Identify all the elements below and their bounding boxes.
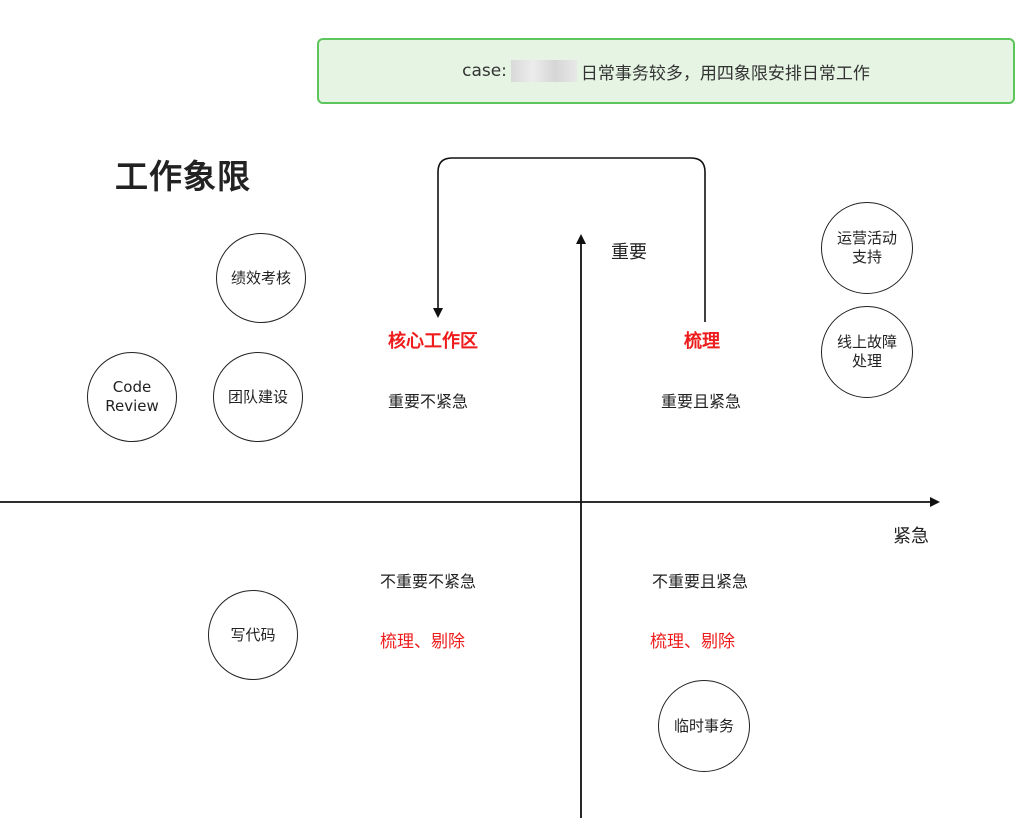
circle-team-building: 团队建设	[213, 352, 303, 442]
circle-write-code: 写代码	[208, 590, 298, 680]
case-banner: case: 日常事务较多，用四象限安排日常工作	[317, 38, 1015, 104]
quadrant-bottom-left-action: 梳理、剔除	[380, 632, 465, 652]
case-text: 日常事务较多，用四象限安排日常工作	[580, 63, 870, 84]
diagram-title: 工作象限	[115, 157, 251, 196]
quadrant-top-right-title: 梳理	[684, 331, 720, 352]
x-axis-label: 紧急	[893, 526, 929, 547]
circle-code-review-line1: Code	[112, 378, 152, 397]
circle-performance-review-label: 绩效考核	[230, 268, 291, 287]
flow-arrow	[433, 157, 706, 322]
quadrant-top-left-title: 核心工作区	[388, 331, 478, 352]
circle-write-code-label: 写代码	[230, 625, 276, 644]
circle-team-building-label: 团队建设	[227, 387, 288, 406]
quadrant-bottom-right-action: 梳理、剔除	[650, 632, 735, 652]
circle-ops-support-line1: 运营活动	[836, 229, 897, 248]
circle-incident-line2: 处理	[851, 352, 882, 370]
circle-temp-tasks-label: 临时事务	[673, 716, 734, 735]
circle-ops-support: 运营活动 支持	[821, 202, 913, 294]
circle-code-review: Code Review	[87, 352, 177, 442]
quadrant-top-left-label: 重要不紧急	[388, 392, 469, 411]
quadrant-top-right-label: 重要且紧急	[661, 392, 742, 411]
circle-code-review-line2: Review	[105, 397, 159, 415]
circle-performance-review: 绩效考核	[216, 233, 306, 323]
case-prefix: case:	[462, 61, 507, 81]
y-axis-label: 重要	[611, 242, 647, 263]
circle-ops-support-line2: 支持	[851, 248, 882, 266]
quadrant-bottom-right-label: 不重要且紧急	[652, 572, 749, 591]
circle-incident-handling: 线上故障 处理	[821, 306, 913, 398]
circle-incident-line1: 线上故障	[836, 333, 897, 352]
redacted-text	[510, 60, 577, 82]
circle-temp-tasks: 临时事务	[658, 680, 750, 772]
quadrant-bottom-left-label: 不重要不紧急	[380, 572, 477, 591]
